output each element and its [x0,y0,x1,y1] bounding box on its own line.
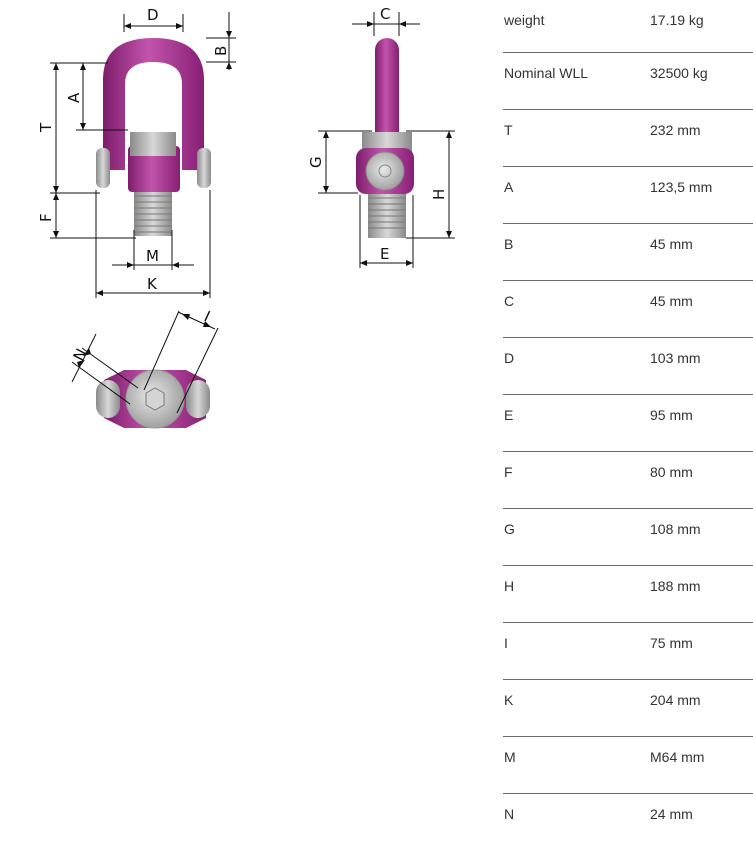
spec-row-t: T 232 mm [503,110,753,167]
spec-row-i: I 75 mm [503,623,753,680]
spec-value: 123,5 mm [650,179,713,195]
dim-label-d: D [147,6,159,24]
spec-row-weight: weight 17.19 kg [503,0,753,53]
spec-row-k: K 204 mm [503,680,753,737]
spec-value: 103 mm [650,350,701,366]
spec-value: 80 mm [650,464,693,480]
spec-label: E [504,407,514,423]
spec-value: 188 mm [650,578,701,594]
shackle-bow [103,38,204,170]
spec-label: A [504,179,514,195]
spec-row-nominal-wll: Nominal WLL 32500 kg [503,53,753,110]
swivel-nut [130,132,176,156]
dim-label-k: K [147,275,158,293]
spec-label: N [504,806,515,822]
pin-right [197,148,211,188]
spec-value: 24 mm [650,806,693,822]
spec-row-a: A 123,5 mm [503,167,753,224]
spec-value: 17.19 kg [650,12,704,28]
dim-label-h: H [430,189,448,200]
spec-row-f: F 80 mm [503,452,753,509]
technical-drawing: D B A T F M K [37,5,455,429]
front-view: D B A T F M K [37,6,236,298]
spec-label: B [504,236,514,252]
dim-label-b: B [212,46,230,56]
spec-value: 232 mm [650,122,701,138]
spec-label: K [504,692,514,708]
swivel-disk [365,151,405,191]
spec-label: G [504,521,515,537]
spec-value: 45 mm [650,293,693,309]
side-view: C G H E [307,5,455,268]
pin-left [96,148,110,188]
swivel-body [128,146,180,192]
side-nut [362,132,412,152]
dim-label-i: I [201,307,213,325]
dim-label-m: M [146,247,159,265]
spec-row-g: G 108 mm [503,509,753,566]
dim-label-e: E [380,245,389,263]
spec-table: weight 17.19 kg Nominal WLL 32500 kg T 232 … [503,0,753,850]
spec-value: 32500 kg [650,65,708,81]
spec-value: 108 mm [650,521,701,537]
spec-label: Nominal WLL [504,65,589,81]
spec-row-c: C 45 mm [503,281,753,338]
spec-label: T [504,122,513,138]
spec-label: I [504,635,508,651]
dim-label-t: T [37,122,55,133]
spec-label: M [504,749,516,765]
spec-value: 75 mm [650,635,693,651]
dim-label-g: G [307,156,325,168]
spec-value: M64 mm [650,749,705,765]
spec-value: 204 mm [650,692,701,708]
spec-label: H [504,578,515,594]
spec-label: C [504,293,515,309]
top-pin-left [96,380,120,418]
dim-label-n: N [70,346,91,364]
spec-label: F [504,464,513,480]
spec-label: weight [504,12,545,28]
top-hex-nut [145,387,165,411]
top-view: N I [70,307,219,429]
spec-row-m: M M64 mm [503,737,753,794]
side-bolt [368,192,406,238]
top-pin-right [186,380,210,418]
dim-label-c: C [380,5,390,23]
side-bow [375,38,399,150]
spec-value: 95 mm [650,407,693,423]
spec-row-n: N 24 mm [503,794,753,850]
dim-label-a: A [65,92,83,103]
spec-label: D [504,350,515,366]
spec-row-d: D 103 mm [503,338,753,395]
spec-row-b: B 45 mm [503,224,753,281]
spec-row-h: H 188 mm [503,566,753,623]
threaded-bolt [134,190,172,236]
spec-value: 45 mm [650,236,693,252]
dim-label-f: F [37,213,55,222]
spec-row-e: E 95 mm [503,395,753,452]
